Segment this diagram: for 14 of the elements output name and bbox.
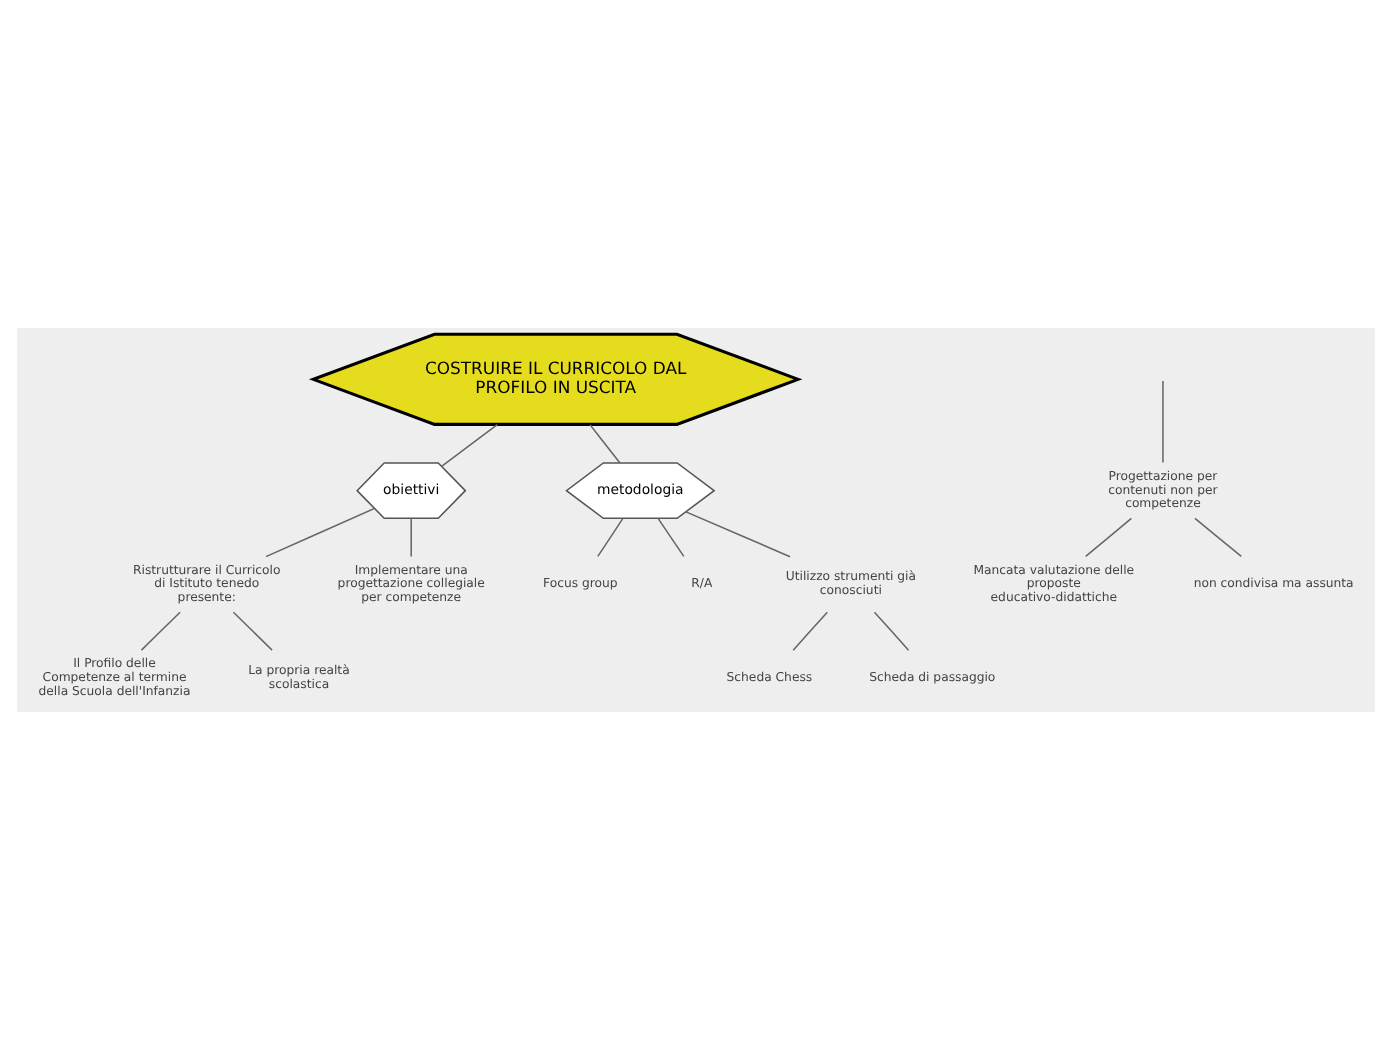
connector: [657, 517, 685, 558]
connector: [792, 611, 829, 651]
connector: [1194, 517, 1243, 558]
connector: [873, 611, 910, 651]
connector: [140, 611, 181, 651]
connector: [1162, 380, 1164, 464]
connector: [232, 611, 273, 651]
connector: [589, 424, 621, 464]
connector: [440, 423, 499, 468]
connector: [265, 507, 375, 558]
connector: [597, 517, 624, 558]
connector: [1084, 517, 1133, 558]
connector: [410, 517, 412, 558]
connector: [685, 511, 791, 558]
